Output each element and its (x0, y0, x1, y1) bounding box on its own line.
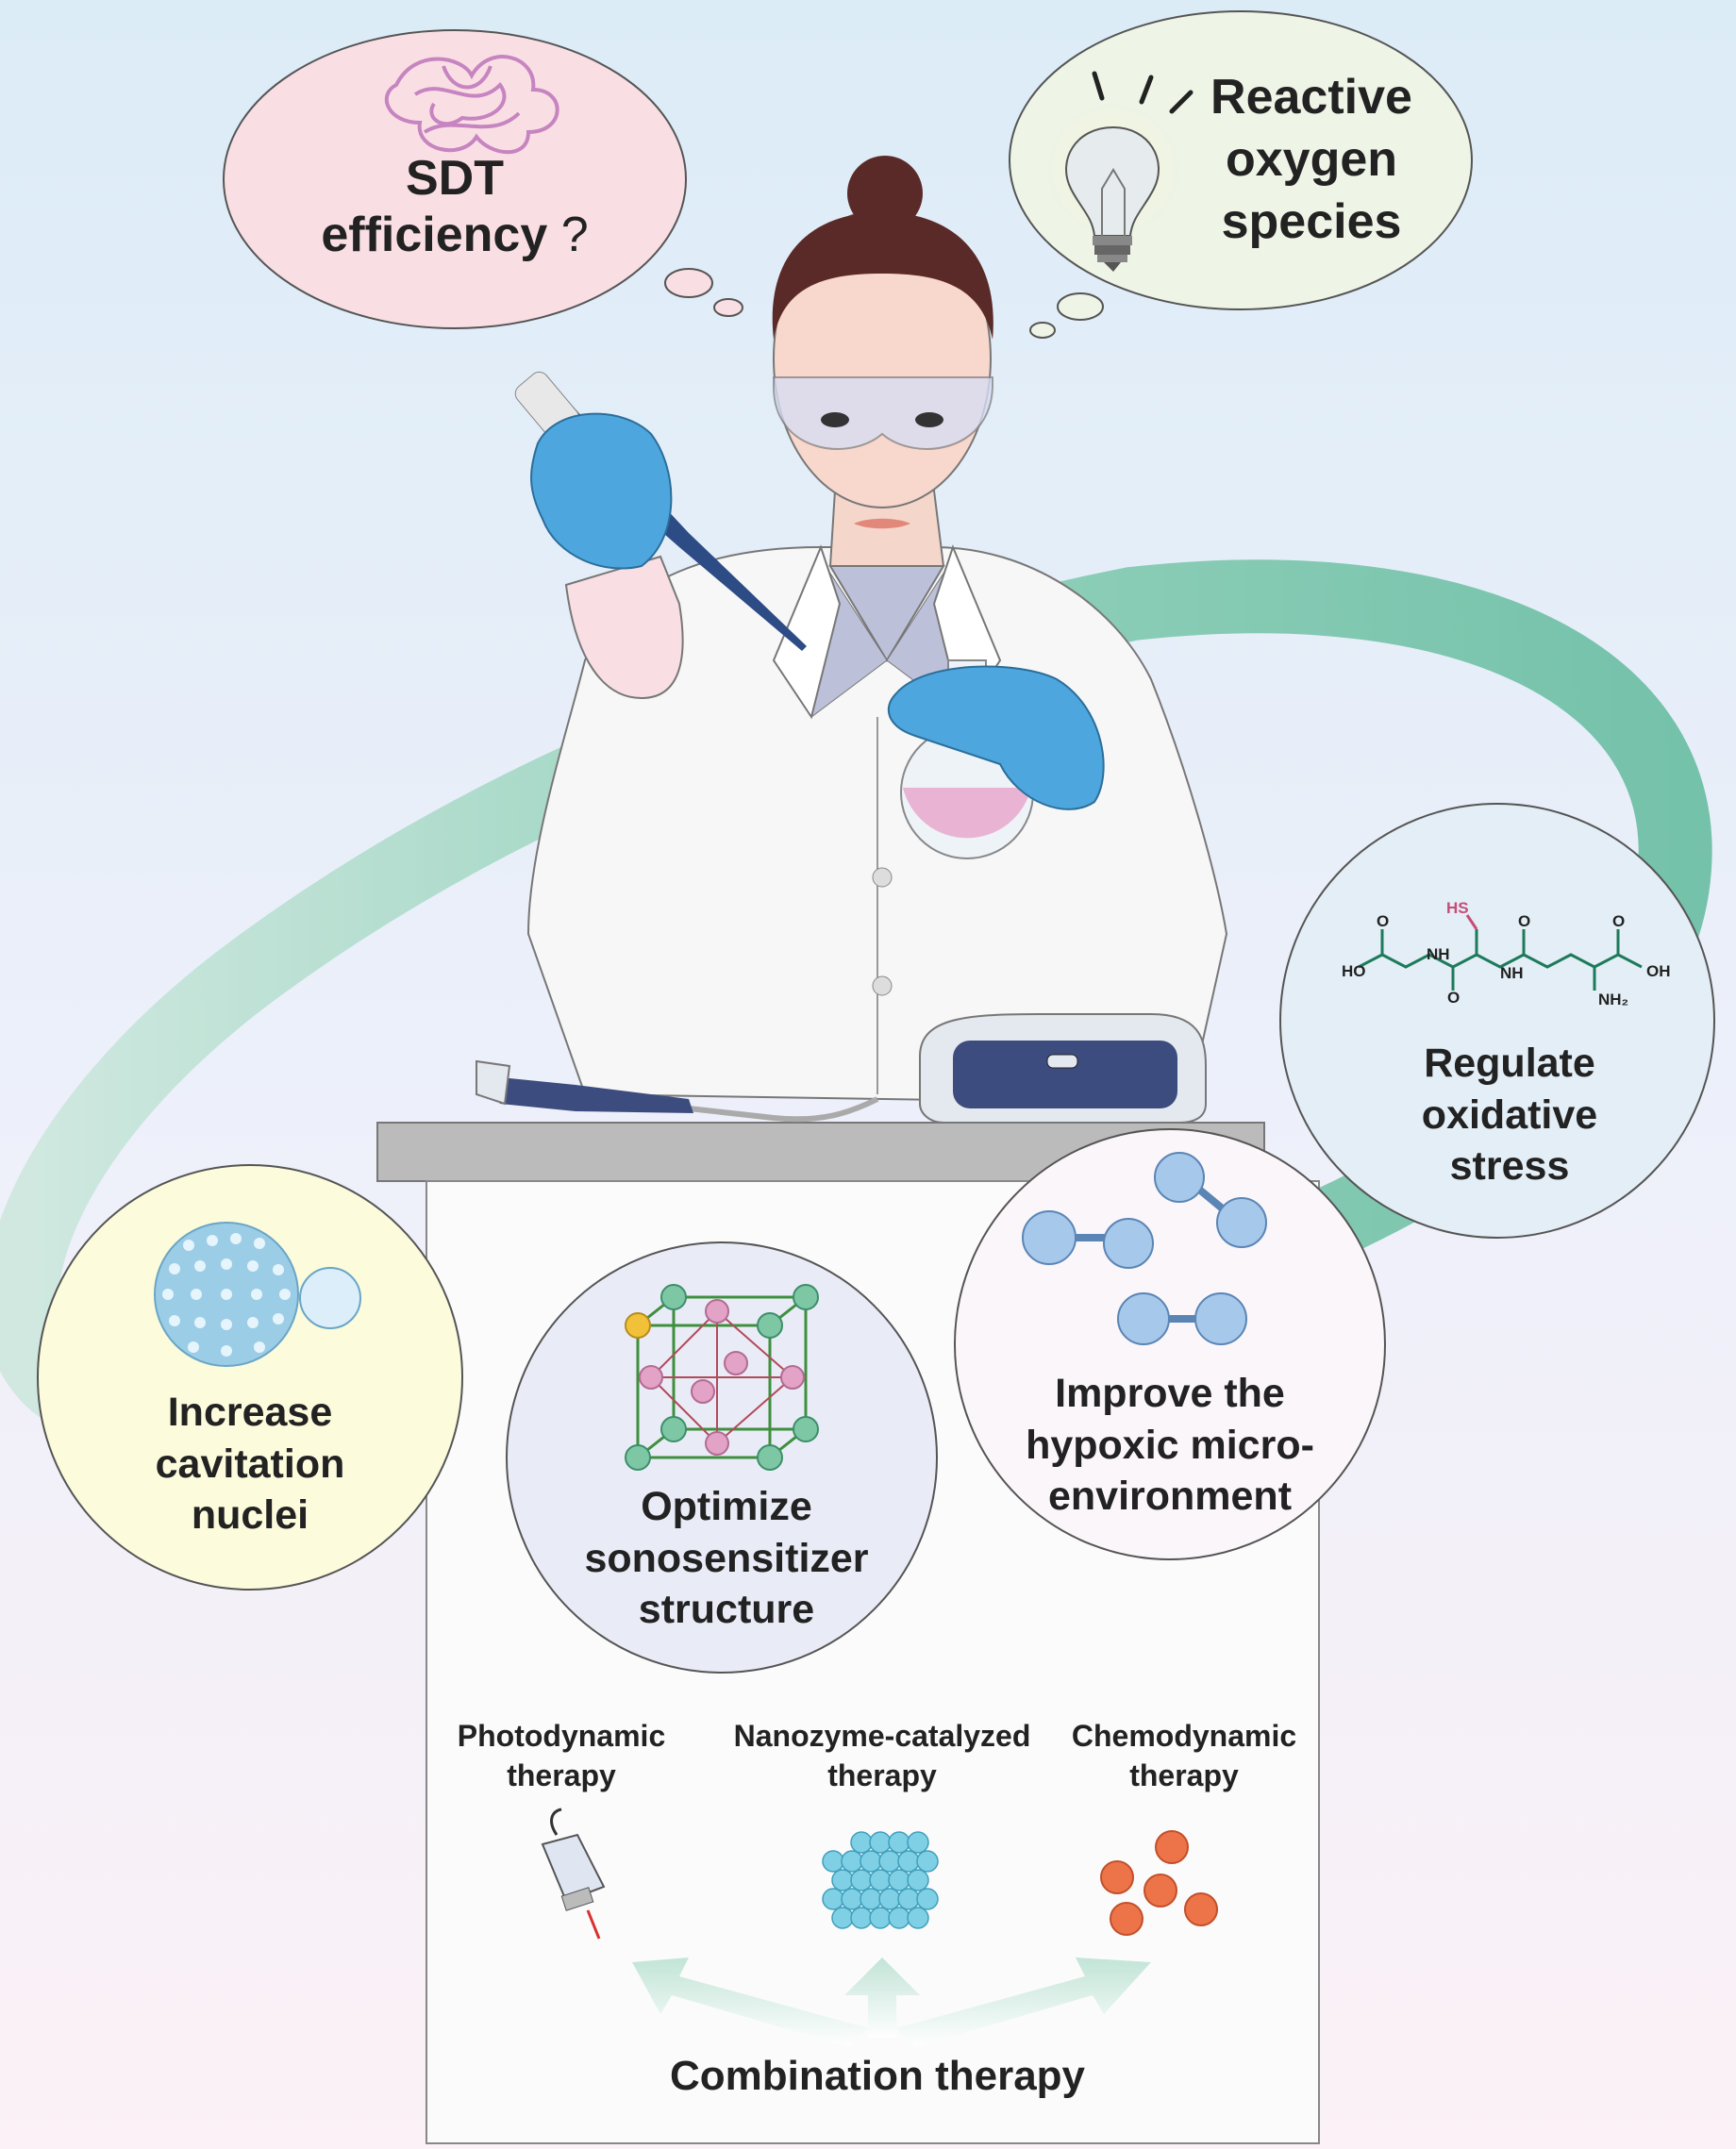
thought-bubble-right (1009, 10, 1473, 339)
glove-left-icon (530, 412, 673, 570)
nanozyme-particle (916, 1850, 939, 1873)
hypoxic-label: Improve the hypoxic micro- environment (1000, 1368, 1340, 1523)
nanozyme-particle (907, 1831, 929, 1854)
chemodynamic-line1: Chemodynamic (1071, 1719, 1297, 1753)
photodynamic-line1: Photodynamic (457, 1719, 666, 1753)
oxidative-line2: oxidative (1421, 1091, 1598, 1138)
oxidative-stress-label: Regulate oxidative stress (1359, 1038, 1661, 1192)
nanozyme-particle (888, 1831, 910, 1854)
combination-therapy-label: Combination therapy (669, 2053, 1086, 2099)
nanozyme-particle (860, 1850, 882, 1873)
chemodynamic-line2: therapy (1129, 1758, 1239, 1792)
hypoxic-panel (954, 1128, 1386, 1560)
nanozyme-particle (869, 1907, 892, 1929)
nanozyme-particle (841, 1888, 863, 1910)
combination-arrows (632, 1957, 1151, 2047)
chemodynamic-label: Chemodynamic therapy (1038, 1717, 1330, 1795)
mol-nh2: NH (1500, 964, 1524, 982)
oxygen-molecule-icon (1022, 1152, 1267, 1345)
nanozyme-particle (888, 1869, 910, 1891)
microbubble-icon (154, 1222, 361, 1367)
crystal-lattice-icon (625, 1284, 819, 1471)
nanozyme-particle (878, 1850, 901, 1873)
nanozyme-line2: therapy (827, 1758, 937, 1792)
nanozyme-particle (916, 1888, 939, 1910)
nanozyme-particle (907, 1869, 929, 1891)
nanozyme-particle (869, 1869, 892, 1891)
mol-ho: HO (1342, 962, 1366, 980)
cavitation-line1: Increase (167, 1390, 333, 1435)
sonosensitizer-line1: Optimize (641, 1484, 812, 1529)
cavitation-label: Increase cavitation nuclei (104, 1387, 396, 1541)
nanoparticles-icon (1100, 1830, 1218, 1936)
nanozyme-particle (850, 1831, 873, 1854)
cavitation-line3: nuclei (191, 1492, 309, 1539)
nanozyme-particle (878, 1888, 901, 1910)
sonosensitizer-label: Optimize sonosensitizer structure (557, 1481, 896, 1636)
nanozyme-particle (860, 1888, 882, 1910)
ros-line3: species (1221, 194, 1402, 250)
laser-icon (541, 1807, 606, 1940)
hypoxic-line3: environment (1047, 1474, 1293, 1520)
oxidative-line1: Regulate (1424, 1041, 1595, 1086)
ros-label: Reactive oxygen species (1170, 66, 1453, 253)
nanozyme-particle (850, 1869, 873, 1891)
ros-line1: Reactive (1210, 70, 1412, 125)
photodynamic-line2: therapy (507, 1758, 616, 1792)
nanozyme-particle (888, 1907, 910, 1929)
brain-icon (384, 55, 559, 155)
nanozyme-particle (841, 1850, 863, 1873)
photodynamic-label: Photodynamic therapy (415, 1717, 708, 1795)
sdt-line: SDT (406, 151, 504, 206)
mol-nh1: NH (1427, 945, 1450, 963)
mol-o1: O (1377, 912, 1390, 930)
sonosensitizer-line3: structure (638, 1587, 815, 1633)
thought-bubble-left (223, 29, 743, 329)
sdt-efficiency-label: SDT efficiency ? (294, 151, 615, 264)
hypoxic-line1: Improve the (1055, 1371, 1285, 1416)
nanozyme-particle (869, 1831, 892, 1854)
mol-hs: HS (1446, 899, 1469, 917)
nanozyme-particle (897, 1850, 920, 1873)
cavitation-line2: cavitation (155, 1441, 345, 1487)
scientist-figure (514, 156, 1228, 1106)
nanozyme-particle (897, 1888, 920, 1910)
sonosensitizer-line2: sonosensitizer (584, 1535, 869, 1581)
mol-o2: O (1447, 989, 1461, 1007)
sonosensitizer-panel (506, 1241, 938, 1674)
nanozyme-label: Nanozyme-catalyzed therapy (712, 1717, 1052, 1795)
mol-nh2-amine: NH₂ (1598, 991, 1629, 1008)
nanozyme-particle (831, 1907, 854, 1929)
efficiency-word: efficiency (321, 207, 548, 262)
mol-o3: O (1518, 912, 1531, 930)
question-mark: ? (560, 207, 589, 262)
lightbulb-icon (1038, 71, 1194, 272)
glutathione-structure-icon (1358, 914, 1643, 991)
mol-o4: O (1612, 912, 1626, 930)
ultrasound-probe-icon (476, 1059, 879, 1123)
cavitation-panel (37, 1164, 463, 1591)
nanozyme-line1: Nanozyme-catalyzed (733, 1719, 1031, 1753)
oxidative-line3: stress (1449, 1143, 1570, 1190)
nanozyme-particle (907, 1907, 929, 1929)
glove-right-icon (887, 665, 1105, 810)
nanozyme-particle (822, 1888, 844, 1910)
nanozyme-cluster-icon (822, 1831, 939, 1929)
ultrasound-device-icon (919, 1013, 1207, 1124)
ros-line2: oxygen (1225, 132, 1398, 188)
hypoxic-line2: hypoxic micro- (1026, 1422, 1314, 1468)
efficiency-line: efficiency ? (294, 208, 615, 264)
oxidative-stress-panel (1279, 803, 1715, 1239)
nanozyme-particle (831, 1869, 854, 1891)
mol-oh: OH (1646, 962, 1671, 980)
nanozyme-particle (850, 1907, 873, 1929)
nanozyme-particle (822, 1850, 844, 1873)
